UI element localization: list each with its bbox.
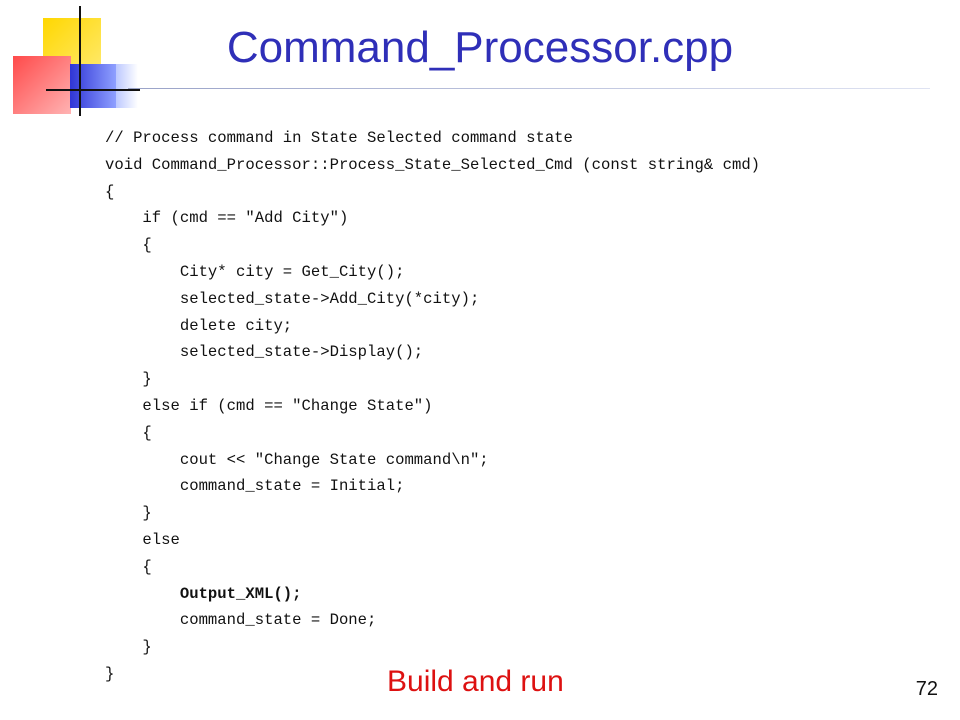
page-number: 72	[915, 678, 938, 700]
code-line: else	[105, 530, 180, 549]
slide-title: Command_Processor.cpp	[226, 23, 734, 72]
code-line: }	[105, 638, 152, 657]
logo-red-square	[13, 56, 71, 114]
code-line: void Command_Processor::Process_State_Se…	[105, 155, 761, 174]
code-line: {	[105, 236, 152, 255]
code-line: cout << "Change State command\n";	[105, 450, 489, 469]
code-line: selected_state->Add_City(*city);	[105, 289, 480, 308]
code-line: command_state = Initial;	[105, 477, 405, 496]
logo-fade-square	[116, 64, 138, 108]
code-block: // Process command in State Selected com…	[105, 125, 760, 688]
code-line: }	[105, 504, 152, 523]
build-and-run-note: Build and run	[387, 665, 564, 698]
code-line: }	[105, 370, 152, 389]
logo-vertical-line	[79, 6, 81, 116]
code-line: }	[105, 664, 115, 683]
slide-logo-graphic	[0, 0, 140, 125]
code-line-highlighted: Output_XML();	[105, 584, 302, 603]
code-line: {	[105, 423, 152, 442]
logo-blue-square	[70, 64, 116, 108]
logo-horizontal-line	[46, 89, 140, 91]
code-line: {	[105, 557, 152, 576]
code-line: {	[105, 182, 115, 201]
code-line: else if (cmd == "Change State")	[105, 396, 433, 415]
code-line: selected_state->Display();	[105, 343, 424, 362]
code-line: delete city;	[105, 316, 293, 335]
code-line: command_state = Done;	[105, 611, 377, 630]
title-underline	[128, 88, 930, 89]
code-line: if (cmd == "Add City")	[105, 209, 349, 228]
code-line: City* city = Get_City();	[105, 262, 405, 281]
code-line: // Process command in State Selected com…	[105, 129, 573, 147]
